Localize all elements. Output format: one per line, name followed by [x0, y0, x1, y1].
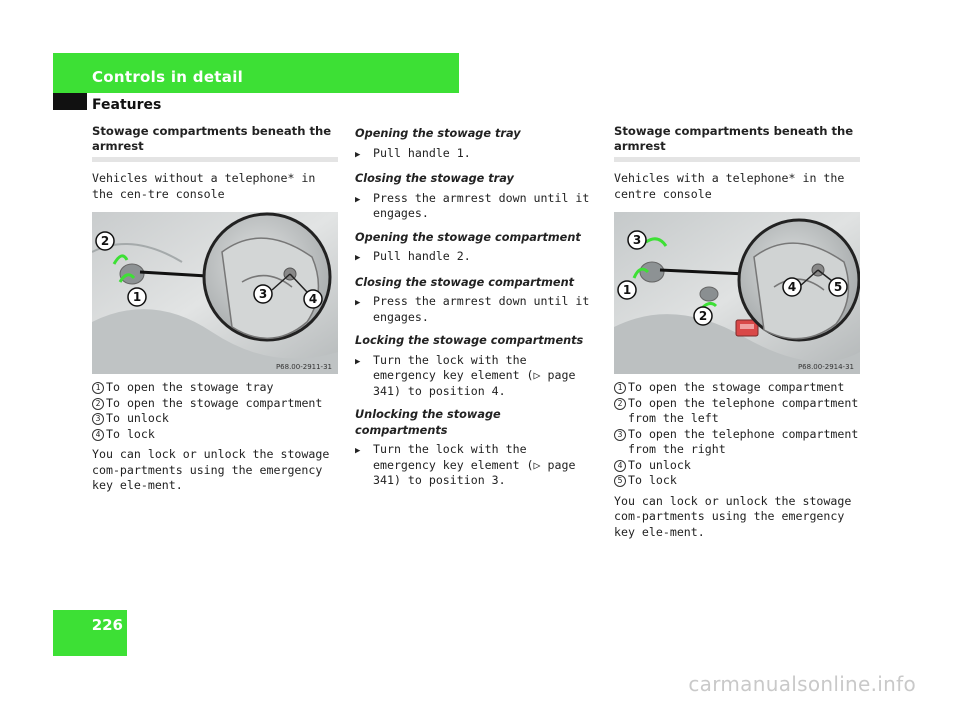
legend-number: 5 — [614, 475, 626, 487]
legend-number: 1 — [614, 382, 626, 394]
instruction-heading: Opening the stowage compartment — [355, 230, 581, 244]
right-body-text: You can lock or unlock the stowage com-p… — [614, 493, 852, 539]
legend-text: To lock — [628, 473, 677, 487]
legend-item: 1 To open the stowage tray — [92, 380, 338, 396]
instruction-heading: Closing the stowage compartment — [355, 275, 575, 289]
chapter-title: Controls in detail — [92, 68, 244, 86]
legend-item: 2 To open the telephone compartment from… — [614, 396, 860, 427]
callout-label: 4 — [309, 292, 317, 306]
triangle-bullet-icon: ▶ — [355, 446, 361, 456]
page-number: 226 — [91, 616, 123, 634]
legend-number: 3 — [614, 428, 626, 441]
left-body-text: You can lock or unlock the stowage com-p… — [92, 447, 330, 492]
legend-text: To unlock — [628, 457, 691, 472]
callout-3 — [253, 284, 273, 304]
callout-2 — [95, 231, 115, 251]
legend-number: 3 — [92, 413, 104, 425]
instruction-heading: Closing the stowage tray — [355, 172, 514, 185]
armrest-illustration: 3 1 2 4 5 P68.00-2914-31 — [614, 212, 860, 374]
legend-text: To lock — [106, 426, 155, 441]
instruction-step: ▶ Pull handle 1. — [355, 146, 595, 164]
legend-number: 1 — [92, 382, 104, 394]
instruction-step: ▶ Turn the lock with the emergency key e… — [355, 442, 595, 489]
callout-label: 1 — [623, 283, 631, 297]
callout-5 — [828, 277, 848, 297]
left-intro: Vehicles without a telephone* in the cen… — [92, 171, 316, 201]
triangle-bullet-icon: ▶ — [355, 149, 361, 160]
triangle-bullet-icon: ▶ — [355, 194, 361, 205]
armrest-illustration: 2 1 3 4 P68.00-2911-31 — [92, 212, 338, 374]
armrest-figure-without-telephone: 2 1 3 4 P68.00-2911-31 — [92, 212, 338, 374]
page-number-box: 226 — [53, 610, 127, 656]
section-title: Features — [92, 97, 162, 113]
callout-1 — [127, 287, 147, 307]
figure-code: P68.00-2911-31 — [276, 363, 332, 371]
legend-item: 3 To open the telephone compartment from… — [614, 427, 860, 458]
callout-label: 4 — [788, 280, 796, 294]
instruction-step: ▶ Turn the lock with the emergency key e… — [355, 353, 595, 400]
callout-label: 2 — [699, 309, 707, 323]
instruction-step: ▶ Pull handle 2. — [355, 249, 595, 267]
legend-text: To open the stowage compartment — [628, 380, 845, 394]
callout-label: 1 — [133, 290, 141, 304]
legend-number: 2 — [92, 397, 104, 410]
legend-number: 2 — [614, 397, 626, 410]
header-bar — [53, 53, 459, 93]
left-legend: 1 To open the stowage tray 2 To open the… — [92, 380, 338, 442]
right-column: Stowage compartments beneath the armrest… — [614, 124, 860, 540]
legend-item: 4 To lock — [92, 427, 338, 443]
step-text: Press the armrest down until it engages. — [373, 294, 590, 324]
legend-text: To open the telephone compartment from t… — [628, 426, 859, 457]
triangle-bullet-icon: ▶ — [355, 356, 361, 367]
step-text: Turn the lock with the emergency key ele… — [373, 442, 576, 487]
callout-2 — [693, 306, 713, 326]
step-text: Pull handle 1. — [373, 145, 471, 160]
instruction-heading: Locking the stowage compartments — [355, 334, 584, 347]
triangle-bullet-icon: ▶ — [355, 298, 361, 308]
triangle-bullet-icon: ▶ — [355, 253, 361, 263]
left-heading: Stowage compartments beneath the armrest — [92, 124, 338, 162]
callout-label: 5 — [834, 280, 842, 294]
callout-1 — [617, 280, 637, 300]
callout-label: 3 — [259, 287, 267, 301]
right-intro: Vehicles with a telephone* in the centre… — [614, 171, 845, 201]
site-watermark: carmanualsonline.info — [688, 672, 916, 696]
instruction-heading: Opening the stowage tray — [355, 127, 521, 140]
legend-text: To unlock — [106, 411, 169, 425]
left-column: Stowage compartments beneath the armrest… — [92, 124, 338, 494]
legend-item: 4 To unlock — [614, 458, 860, 474]
legend-number: 4 — [614, 459, 626, 472]
legend-item: 5 To lock — [614, 473, 860, 489]
step-text: Turn the lock with the emergency key ele… — [373, 352, 576, 398]
armrest-figure-with-telephone: 3 1 2 4 5 P68.00-2914-31 — [614, 212, 860, 374]
instruction-step: ▶ Press the armrest down until it engage… — [355, 191, 595, 222]
callout-3 — [627, 230, 647, 250]
callout-label: 3 — [633, 233, 641, 247]
legend-text: To open the stowage tray — [106, 380, 274, 394]
step-text: Press the armrest down until it engages. — [373, 190, 590, 221]
callout-4 — [303, 289, 323, 309]
step-text: Pull handle 2. — [373, 249, 471, 263]
callout-label: 2 — [101, 234, 109, 248]
middle-column: Opening the stowage tray ▶ Pull handle 1… — [355, 124, 595, 493]
right-heading: Stowage compartments beneath the armrest — [614, 124, 860, 162]
figure-code: P68.00-2914-31 — [798, 363, 854, 371]
right-legend: 1 To open the stowage compartment 2 To o… — [614, 380, 860, 489]
instruction-heading: Unlocking the stowage compartments — [355, 408, 501, 437]
legend-item: 2 To open the stowage compartment — [92, 396, 338, 412]
callout-4 — [782, 277, 802, 297]
legend-text: To open the stowage compartment — [106, 395, 323, 410]
legend-item: 3 To unlock — [92, 411, 338, 427]
legend-text: To open the telephone compartment from t… — [628, 395, 859, 426]
legend-item: 1 To open the stowage compartment — [614, 380, 860, 396]
legend-number: 4 — [92, 428, 104, 441]
instruction-step: ▶ Press the armrest down until it engage… — [355, 294, 595, 325]
section-tab-marker — [53, 93, 87, 110]
